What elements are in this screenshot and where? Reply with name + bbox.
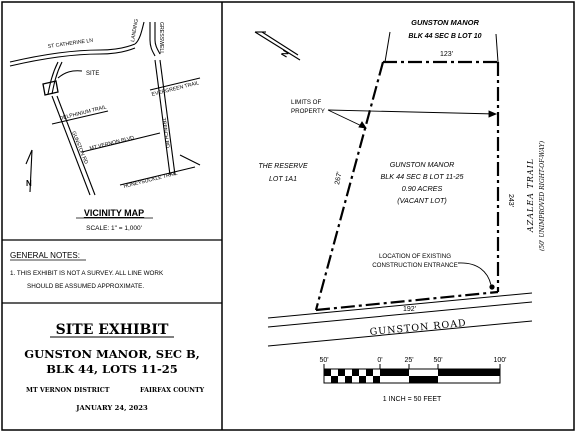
lot-line-3: 0.90 ACRES [402,184,443,193]
boundary-west [314,61,385,311]
plan-north-symbol: N [279,48,291,59]
dim-top: 123' [440,51,453,58]
scale-bar [323,364,501,384]
construction-entrance-marker [489,284,495,290]
street-trench [154,59,171,176]
gunston-road [267,292,533,347]
label-site: SITE [86,71,99,77]
title-block-title: SITE EXHIBIT [56,322,169,338]
title-block-subtitle-1: GUNSTON MANOR, SEC B, [24,347,199,361]
vicinity-north-symbol: N [26,179,32,188]
vicinity-map-scale: SCALE: 1" = 1,000' [86,225,142,232]
lot-line-4: (VACANT LOT) [397,196,447,205]
dim-left: 267' [334,171,344,185]
neighbor-north-line-1: GUNSTON MANOR [411,18,479,27]
street-trench-edge [159,59,176,176]
plan-north-arrow [254,31,301,61]
label-landing: LANDING [130,19,140,43]
street-st-catherine [9,43,136,63]
lot-line-1: GUNSTON MANOR [390,160,455,169]
reserve-line-1: THE RESERVE [258,163,308,170]
street-honeysuckle [119,166,196,186]
general-notes-line-1: 1. THIS EXHIBIT IS NOT A SURVEY. ALL LIN… [10,270,164,277]
label-st-catherine: ST CATHERINE LN [47,38,93,50]
vicinity-north-arrow-head [25,149,33,165]
scale-label-0: 0' [377,357,382,364]
scale-label-100: 100' [493,357,506,364]
street-site-curve [47,61,59,95]
scale-label-25: 25' [404,357,413,364]
street-gunston [51,95,91,196]
title-block-district: MT VERNON DISTRICT [26,387,110,394]
title-block-county: FAIRFAX COUNTY [140,387,205,394]
limits-leaders [327,109,498,129]
street-gresswell [149,22,156,57]
lot-line-2: BLK 44 SEC B LOT 11-25 [381,172,465,181]
vicinity-map-title: VICINITY MAP [84,208,144,218]
scale-label-50: 50' [433,357,442,364]
dim-bottom: 192' [403,306,416,313]
entrance-label-2: CONSTRUCTION ENTRANCE [372,262,458,269]
label-gresswell: GRESSWELL [158,22,164,54]
lot-10-lines [384,31,499,63]
label-gunston: GUNSTON RD [70,131,89,166]
scale-label-50-left: 50' [319,357,328,364]
limits-label-2: PROPERTY [291,108,325,115]
title-block-subtitle-2: BLK 44, LOTS 11-25 [46,362,178,376]
azalea-trail-label: AZALEA TRAIL [526,158,535,233]
vicinity-north-arrow [29,149,33,193]
street-mt-vernon [81,132,161,153]
site-parcel-marker [42,80,59,96]
label-trench: TRENCH RD [160,117,170,148]
street-gunston-edge [56,95,96,196]
azalea-row-label: (50' UNIMPROVED RIGHT-OF-WAY) [539,140,546,251]
property-boundary [314,60,500,312]
scale-caption: 1 INCH = 50 FEET [383,396,442,403]
street-st-catherine-edge [9,47,136,67]
gunston-road-label: GUNSTON ROAD [369,318,467,338]
label-honeysuckle: HONEYSUCKLE TRAIL [123,171,178,190]
label-mt-vernon: MT VERNON BLVD [89,135,135,152]
dim-right: 243' [507,194,514,207]
street-spur [179,154,201,166]
reserve-line-2: LOT 1A1 [269,176,297,183]
street-landing [134,21,145,45]
vicinity-map [9,21,201,196]
entrance-label-1: LOCATION OF EXISTING [379,253,451,260]
general-notes-heading: GENERAL NOTES: [10,251,80,260]
street-site-curve-edge [51,61,63,95]
title-block-date: JANUARY 24, 2023 [75,404,148,412]
boundary-south [315,290,499,312]
general-notes-line-2: SHOULD BE ASSUMED APPROXIMATE. [27,283,144,290]
limits-label-1: LIMITS OF [291,99,321,106]
entrance-leader [457,262,492,286]
site-leader-line [57,70,83,79]
street-gresswell-edge [154,22,161,55]
neighbor-north-line-2: BLK 44 SEC B LOT 10 [408,33,481,40]
